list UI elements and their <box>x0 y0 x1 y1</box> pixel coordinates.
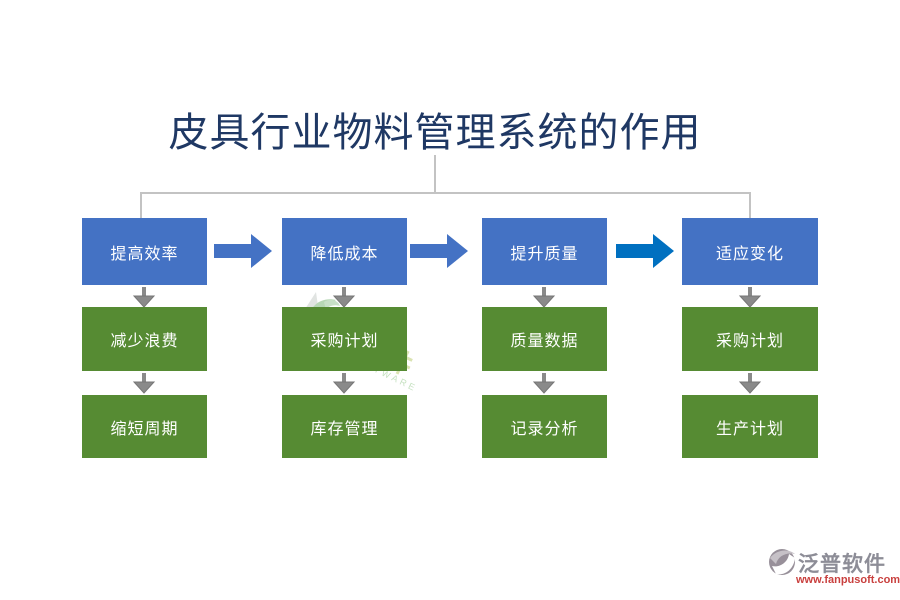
connector-title-stem <box>434 155 436 193</box>
box-quality-data: 质量数据 <box>482 307 607 371</box>
box-purchase-plan-1: 采购计划 <box>282 307 407 371</box>
box-shorten-cycle: 缩短周期 <box>82 395 207 458</box>
arrow-right-icon-1 <box>214 234 272 268</box>
box-improve-efficiency: 提高效率 <box>82 218 207 285</box>
vendor-logo-url: www.fanpusoft.com <box>796 574 900 586</box>
vendor-logo-name: 泛普软件 <box>798 553 886 576</box>
arrow-down-icon-c3r1 <box>532 287 556 308</box>
connector-drop-right <box>749 192 751 219</box>
arrow-down-icon-c1r1 <box>132 287 156 308</box>
vendor-logo-icon <box>769 549 795 575</box>
page-title: 皮具行业物料管理系统的作用 <box>168 110 702 156</box>
box-reduce-waste: 减少浪费 <box>82 307 207 371</box>
box-improve-quality: 提升质量 <box>482 218 607 285</box>
arrow-right-icon-2 <box>410 234 468 268</box>
box-production-plan: 生产计划 <box>682 395 818 458</box>
connector-drop-left <box>140 192 142 219</box>
box-adapt-change: 适应变化 <box>682 218 818 285</box>
arrow-down-icon-c4r1 <box>738 287 762 308</box>
arrow-down-icon-c1r2 <box>132 373 156 394</box>
arrow-down-icon-c2r2 <box>332 373 356 394</box>
arrow-down-icon-c2r1 <box>332 287 356 308</box>
box-reduce-cost: 降低成本 <box>282 218 407 285</box>
vendor-logo: 泛普软件 www.fanpusoft.com <box>768 548 900 590</box>
connector-horizontal <box>140 192 751 194</box>
box-record-analysis: 记录分析 <box>482 395 607 458</box>
arrow-down-icon-c4r2 <box>738 373 762 394</box>
box-purchase-plan-2: 采购计划 <box>682 307 818 371</box>
arrow-right-icon-3 <box>616 234 674 268</box>
box-inventory-mgmt: 库存管理 <box>282 395 407 458</box>
arrow-down-icon-c3r2 <box>532 373 556 394</box>
